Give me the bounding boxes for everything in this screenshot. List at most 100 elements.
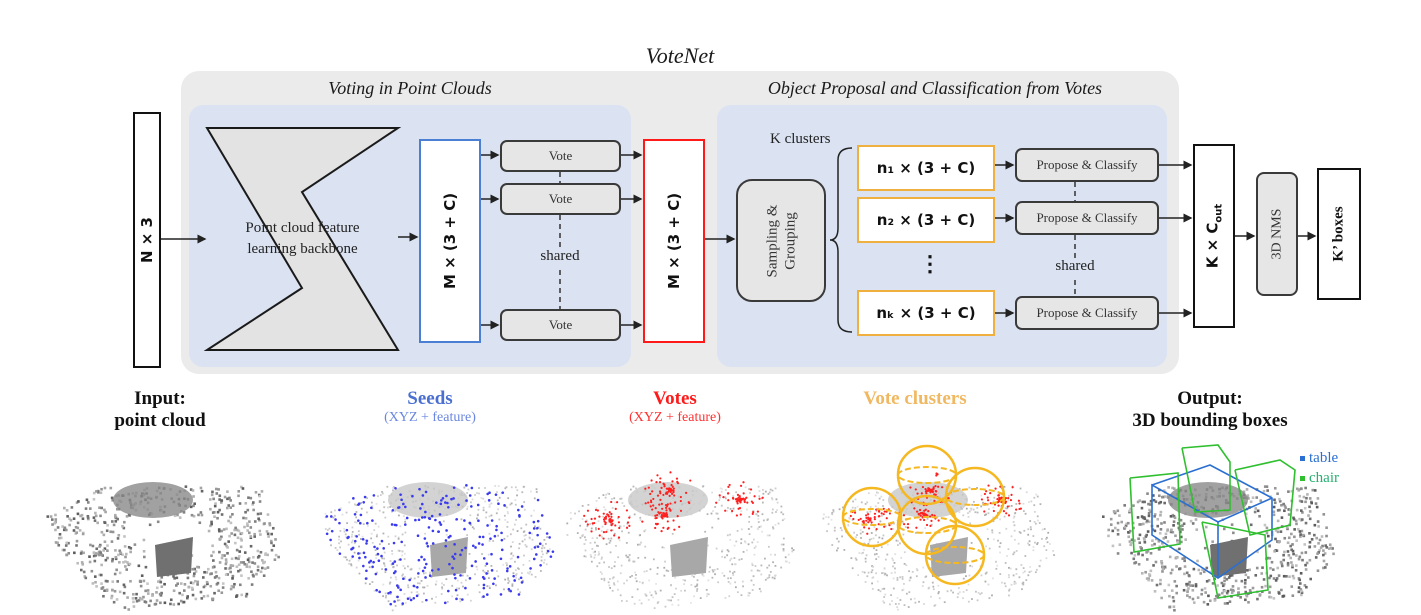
cloud-point: [723, 556, 726, 559]
cloud-point: [247, 576, 250, 580]
cloud-point: [1138, 499, 1142, 502]
cloud-point: [1185, 571, 1189, 575]
cloud-point: [995, 560, 997, 563]
vote-point: [737, 507, 740, 510]
cloud-point: [699, 597, 702, 600]
cloud-point: [1332, 552, 1335, 556]
vote-point: [584, 520, 587, 523]
cloud-point: [601, 556, 603, 559]
cloud-point: [1275, 577, 1279, 580]
cloud-point: [999, 573, 1002, 575]
cloud-point: [598, 562, 601, 564]
cloud-point: [968, 574, 971, 577]
vote-point: [1004, 497, 1008, 500]
cloud-point: [653, 607, 656, 610]
cloud-point: [1228, 574, 1232, 578]
vote-point: [673, 501, 677, 504]
cloud-point: [760, 573, 763, 576]
cloud-point: [530, 548, 533, 551]
stage-seeds-caption: Seeds (XYZ + feature): [330, 388, 530, 426]
cloud-point: [839, 527, 842, 529]
cloud-point: [340, 540, 342, 543]
cloud-point: [515, 574, 517, 577]
cloud-point: [758, 495, 761, 498]
cloud-point: [1289, 544, 1292, 548]
cloud-point: [584, 549, 587, 552]
cloud-point: [350, 557, 353, 560]
cloud-point: [1015, 503, 1018, 505]
cloud-point: [263, 522, 266, 525]
cloud-point: [382, 562, 385, 565]
votes-point-cloud: [566, 471, 795, 610]
vote-point: [665, 512, 668, 515]
seed-point: [453, 573, 456, 576]
cloud-point: [266, 553, 269, 557]
cloud-point: [523, 534, 526, 537]
cloud-point: [202, 576, 205, 579]
cloud-point: [528, 536, 531, 539]
seed-point: [536, 519, 540, 523]
cloud-point: [625, 600, 628, 602]
cloud-point: [771, 489, 774, 492]
cloud-point: [230, 584, 234, 588]
cloud-point: [975, 590, 977, 593]
vote-point: [931, 490, 934, 493]
cloud-point: [1324, 566, 1327, 569]
cloud-point: [1162, 537, 1166, 540]
vote-point: [1011, 486, 1014, 489]
cloud-point: [768, 574, 771, 577]
seed-point: [403, 505, 407, 509]
cloud-point: [609, 523, 612, 526]
cloud-point: [218, 508, 221, 512]
cloud-point: [1037, 519, 1039, 522]
cloud-point: [874, 553, 876, 556]
vote-point: [929, 524, 932, 527]
cloud-point: [1109, 523, 1113, 526]
cloud-point: [854, 557, 857, 560]
seed-point: [417, 518, 421, 522]
seed-point: [424, 510, 427, 514]
cloud-point: [217, 589, 220, 593]
cloud-point: [1133, 561, 1136, 565]
cloud-point: [488, 539, 491, 542]
cloud-point: [620, 599, 623, 602]
cloud-point: [95, 490, 98, 493]
cloud-point: [51, 523, 54, 526]
cloud-point: [490, 514, 493, 517]
cloud-point: [74, 525, 78, 529]
cloud-point: [202, 595, 206, 598]
cloud-point: [521, 540, 524, 543]
cloud-point: [706, 513, 709, 516]
cloud-point: [1203, 546, 1207, 550]
cloud-point: [772, 527, 775, 530]
cloud-point: [590, 527, 593, 530]
cloud-point: [1168, 555, 1172, 559]
cloud-point: [1039, 559, 1042, 562]
seed-point: [444, 544, 448, 548]
cloud-point: [965, 575, 967, 578]
cloud-point: [1157, 539, 1161, 543]
vote-point: [1007, 497, 1010, 500]
cloud-point: [921, 531, 924, 534]
seed-point: [353, 539, 357, 543]
cloud-point: [1283, 504, 1287, 508]
cloud-point: [931, 581, 934, 584]
cloud-point: [494, 485, 497, 487]
cloud-point: [146, 592, 150, 595]
cloud-point: [1023, 529, 1026, 532]
table-shape: [388, 482, 468, 518]
cloud-point: [401, 604, 404, 606]
cloud-point: [100, 530, 104, 534]
cloud-point: [1244, 512, 1248, 516]
cloud-point: [1012, 553, 1015, 556]
cloud-point: [985, 545, 987, 548]
cloud-point: [938, 597, 941, 600]
cloud-point: [233, 528, 236, 532]
seed-point: [463, 519, 466, 522]
seed-point: [421, 516, 424, 519]
seed-point: [351, 555, 355, 558]
seed-point: [535, 553, 538, 556]
cloud-point: [226, 546, 229, 549]
cloud-point: [861, 570, 864, 573]
cloud-point: [1237, 591, 1240, 594]
